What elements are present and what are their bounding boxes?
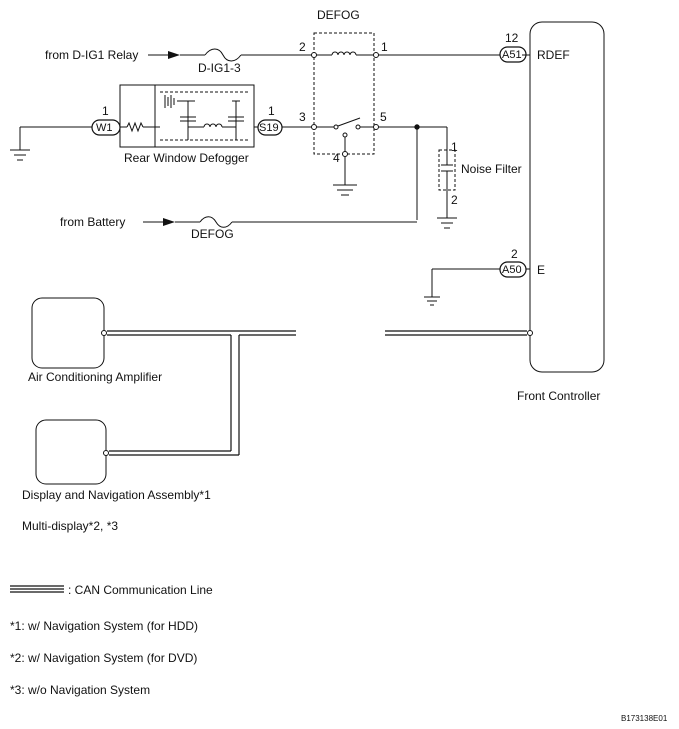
note-2: *2: w/ Navigation System (for DVD)	[10, 651, 198, 665]
noise-filter	[437, 149, 457, 229]
defogger-pin-right: 1	[268, 104, 275, 118]
noise-filter-label: Noise Filter	[461, 162, 522, 176]
ac-amplifier-label: Air Conditioning Amplifier	[28, 370, 163, 384]
dig1-source-label: from D-IG1 Relay	[45, 48, 139, 62]
connector-s19: S19	[259, 122, 279, 134]
e-ground-wire	[424, 268, 530, 306]
defog-relay	[311, 32, 379, 196]
rdef-terminal-label: RDEF	[537, 48, 570, 62]
front-controller-label: Front Controller	[517, 389, 601, 403]
dig1-feed-wire	[148, 48, 312, 62]
relay-pin-1: 1	[381, 40, 388, 54]
figure-id: B173138E01	[621, 714, 668, 723]
front-controller-box	[529, 21, 605, 373]
rdef-pin-number: 12	[505, 31, 519, 45]
noise-filter-pin-2: 2	[451, 193, 458, 207]
defogger-pin-left: 1	[102, 104, 109, 118]
can-legend-symbol	[10, 585, 64, 593]
noise-filter-pin-1: 1	[451, 140, 458, 154]
battery-source-label: from Battery	[60, 215, 126, 229]
note-1: *1: w/ Navigation System (for HDD)	[10, 619, 199, 633]
connector-a50: A50	[502, 264, 522, 276]
connector-w1: W1	[96, 122, 113, 134]
connector-a51: A51	[502, 49, 522, 61]
multi-display-label: Multi-display*2, *3	[22, 519, 119, 533]
dig1-fuse-label: D-IG1-3	[198, 61, 241, 75]
rear-window-defogger	[10, 84, 312, 161]
note-3: *3: w/o Navigation System	[10, 683, 151, 697]
can-bus-lines	[107, 330, 527, 456]
pin5-wire	[378, 124, 448, 220]
relay-pin-2: 2	[299, 40, 306, 54]
defog-fuse-label: DEFOG	[191, 227, 234, 241]
connector-outlines	[91, 46, 527, 278]
e-pin-number: 2	[511, 247, 518, 261]
e-terminal-label: E	[537, 263, 546, 277]
battery-feed-wire	[143, 216, 417, 228]
relay-title: DEFOG	[317, 8, 360, 22]
module-boxes	[31, 297, 533, 485]
defogger-label: Rear Window Defogger	[124, 151, 249, 165]
relay-pin-5: 5	[380, 110, 387, 124]
relay-pin-4: 4	[333, 151, 340, 165]
can-legend-label: : CAN Communication Line	[68, 583, 213, 597]
relay-pin-3: 3	[299, 110, 306, 124]
display-nav-label: Display and Navigation Assembly*1	[22, 488, 211, 502]
